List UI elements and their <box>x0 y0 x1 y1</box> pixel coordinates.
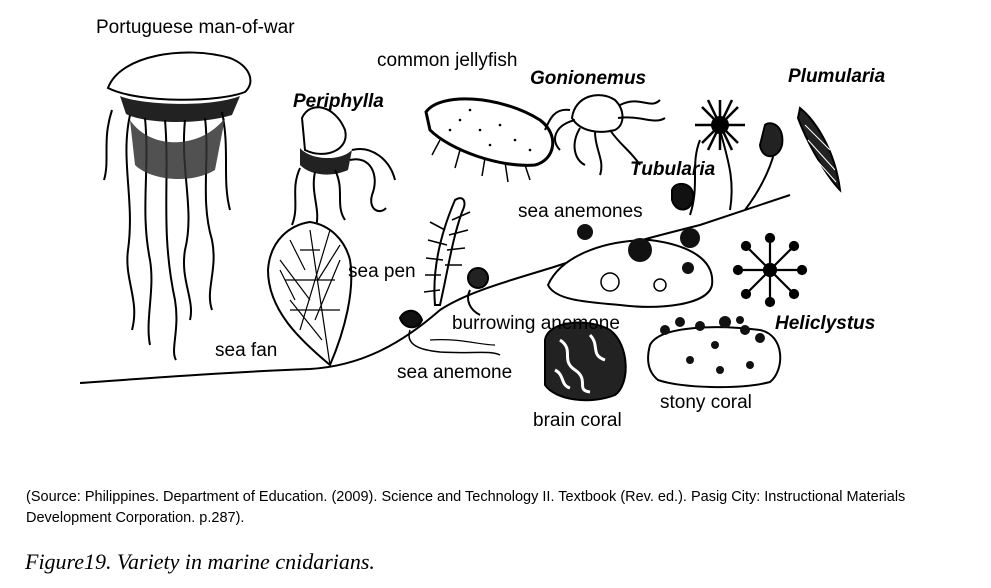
figure-caption: Figure19. Variety in marine cnidarians. <box>25 549 375 574</box>
label-plumularia: Plumularia <box>788 66 886 87</box>
stony-coral-drawing <box>647 316 782 389</box>
tubularia-drawing <box>671 99 784 216</box>
seafloor-line <box>79 194 791 384</box>
cnidarian-illustration <box>79 51 842 402</box>
common-jellyfish-drawing <box>424 97 555 183</box>
label-brain-coral: brain coral <box>533 410 622 431</box>
label-sea-pen: sea pen <box>348 261 416 282</box>
sea-fan-drawing <box>266 220 353 367</box>
label-tubularia: Tubularia <box>630 159 716 180</box>
label-stony-coral: stony coral <box>660 392 752 413</box>
heliclystus-drawing <box>732 232 808 308</box>
periphylla-drawing <box>291 106 396 231</box>
plumularia-drawing <box>796 106 842 193</box>
sea-pen-drawing <box>423 197 471 306</box>
label-sea-fan: sea fan <box>215 340 278 361</box>
sea-anemones-rock-drawing <box>546 224 714 308</box>
label-sea-anemone: sea anemone <box>397 362 513 383</box>
burrowing-anemone-drawing <box>398 267 501 356</box>
label-portuguese-man-of-war: Portuguese man-of-war <box>96 17 295 38</box>
source-citation: (Source: Philippines. Department of Educ… <box>26 489 906 526</box>
brain-coral-drawing <box>544 321 627 402</box>
portuguese-man-of-war-drawing <box>103 51 252 361</box>
label-heliclystus: Heliclystus <box>775 313 876 334</box>
label-burrowing-anemone: burrowing anemone <box>452 313 620 334</box>
label-gonionemus: Gonionemus <box>530 68 647 89</box>
gonionemus-drawing <box>544 94 666 176</box>
label-periphylla: Periphylla <box>293 91 384 112</box>
label-sea-anemones: sea anemones <box>518 201 643 222</box>
label-common-jellyfish: common jellyfish <box>377 50 518 71</box>
